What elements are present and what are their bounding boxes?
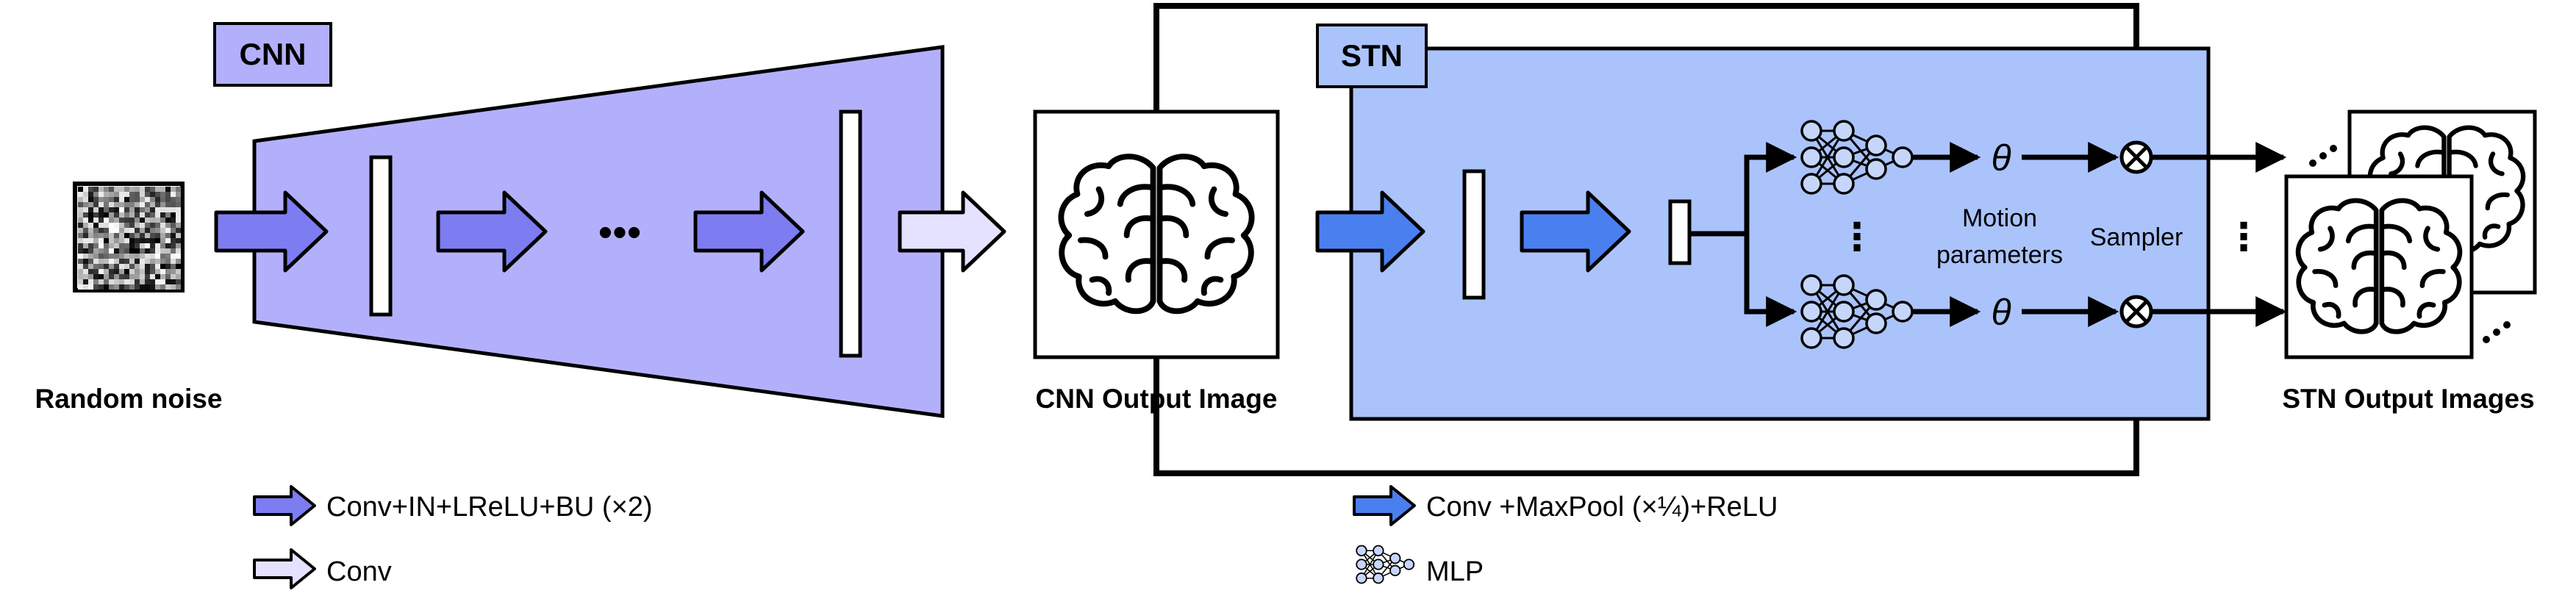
cnn-ellipsis: ••• [598, 209, 642, 255]
mlp-ellipsis: ⋮ [1838, 216, 1876, 259]
sampler-to-output-arrows [2151, 142, 2287, 327]
branch-lines [1689, 142, 1797, 327]
cnn-arrow-1 [214, 190, 329, 273]
output-ellipsis: ⋮ [2225, 216, 2263, 259]
stn-feature-map-1 [1462, 169, 1486, 300]
theta-to-sampler-arrows [2022, 142, 2119, 327]
theta-top: θ [1991, 137, 2011, 179]
svg-text:Conv +MaxPool (×¼)+ReLU: Conv +MaxPool (×¼)+ReLU [1426, 492, 1778, 523]
feature-map-2 [839, 110, 862, 358]
otimes-icon [2119, 140, 2153, 174]
motion-parameters-label-line2: parameters [1936, 241, 2063, 269]
legend-item-conv-in-lrelu-bu: Conv+IN+LReLU+BU (×2) [253, 485, 653, 526]
stn-output-images [2284, 110, 2537, 359]
stn-output-images-label: STN Output Images [2282, 384, 2534, 414]
otimes-icon [2119, 295, 2153, 329]
svg-text:Conv+IN+LReLU+BU (×2): Conv+IN+LReLU+BU (×2) [326, 492, 653, 523]
svg-text:MLP: MLP [1426, 556, 1484, 587]
feature-map-1 [369, 155, 393, 317]
sampler-label: Sampler [2090, 223, 2183, 251]
legend-item-conv: Conv [253, 548, 392, 589]
svg-text:STN: STN [1341, 38, 1403, 73]
stn-arrow-2 [1520, 190, 1631, 273]
stn-arrow-1 [1315, 190, 1425, 273]
cnn-arrow-2 [436, 190, 548, 273]
legend: Conv+IN+LReLU+BU (×2) Conv Conv +MaxPool… [253, 485, 1778, 589]
svg-text:Conv: Conv [326, 556, 392, 587]
legend-item-mlp: MLP [1356, 545, 1484, 587]
cnn-output-image [1033, 110, 1280, 359]
cnn-tag: CNN [213, 22, 332, 87]
stn-tag: STN [1316, 24, 1428, 88]
random-noise-image [73, 182, 185, 293]
random-noise-label: Random noise [35, 384, 223, 414]
svg-text:CNN: CNN [240, 37, 307, 71]
motion-parameters-label-line1: Motion [1962, 204, 2037, 232]
cnn-block [252, 45, 945, 418]
theta-bottom: θ [1991, 292, 2011, 333]
conv-arrow [898, 190, 1006, 273]
stn-feature-map-2 [1668, 199, 1692, 265]
cnn-arrow-3 [693, 190, 805, 273]
cnn-output-image-label: CNN Output Image [1036, 384, 1278, 414]
legend-item-conv-maxpool-relu: Conv +MaxPool (×¼)+ReLU [1353, 485, 1778, 526]
mlp-to-theta-arrows [1911, 142, 1981, 327]
